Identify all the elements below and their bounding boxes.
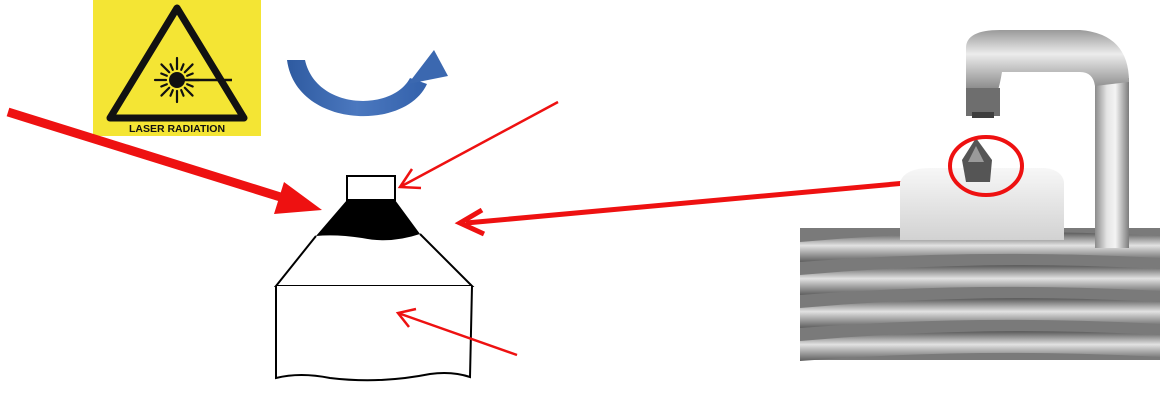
weld-pointer-arrow	[460, 179, 950, 234]
tip-pointer-arrow	[400, 102, 558, 188]
warning-sign-label: LASER RADIATION	[129, 123, 225, 135]
cone-base	[276, 234, 472, 286]
weld-bead	[316, 200, 420, 240]
electrode-tip	[347, 176, 395, 200]
rotation-arrow-icon	[287, 50, 448, 116]
spark-plug-electrode-photo	[800, 30, 1160, 361]
laser-warning-sign: LASER RADIATION	[93, 0, 261, 136]
cylinder-body	[276, 286, 472, 380]
